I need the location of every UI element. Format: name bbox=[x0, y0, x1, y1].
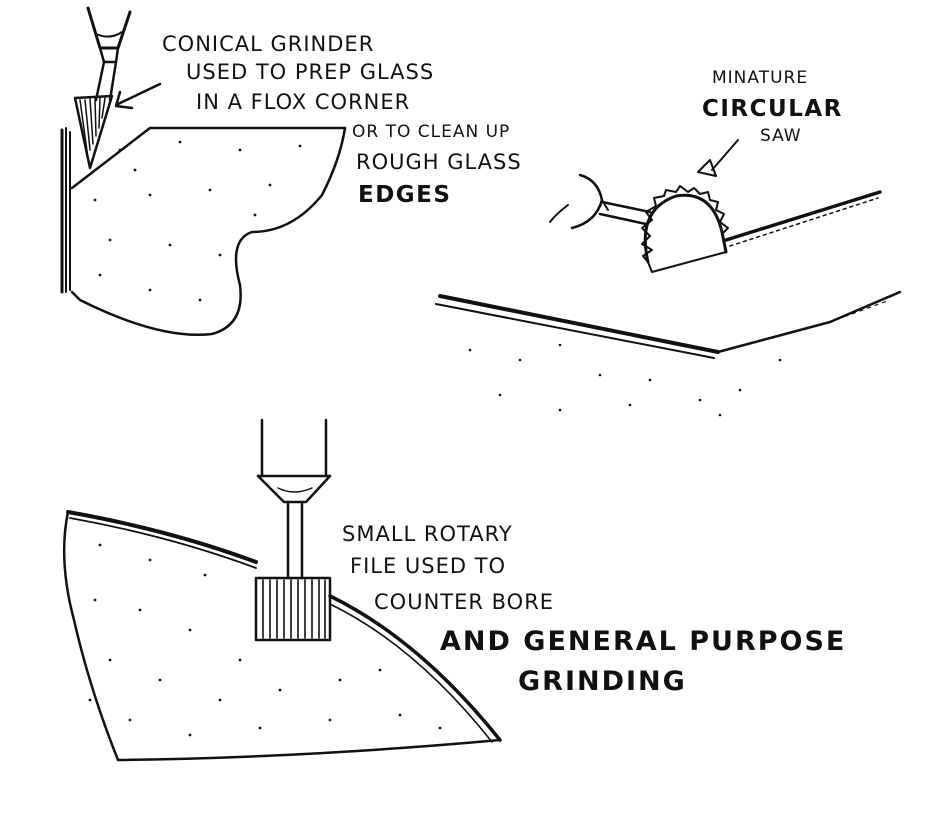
circular-saw-label-line-3: SAW bbox=[760, 128, 802, 145]
circular-saw-label-line-2: CIRCULAR bbox=[702, 98, 843, 121]
conical-grinder-label-line-2: USED TO PREP GLASS bbox=[186, 62, 434, 83]
rotary-file-label-line-4: AND GENERAL PURPOSE bbox=[440, 628, 846, 655]
rotary-file-label-line-3: COUNTER BORE bbox=[374, 592, 554, 613]
conical-grinder-label-line-4: OR TO CLEAN UP bbox=[352, 124, 510, 141]
circular-saw-drawing bbox=[436, 140, 900, 416]
rotary-file-label-line-2: FILE USED TO bbox=[350, 556, 506, 577]
circular-saw-label-line-1: MINATURE bbox=[712, 70, 808, 87]
conical-grinder-label-line-3: IN A FLOX CORNER bbox=[196, 92, 410, 113]
conical-grinder-drawing bbox=[62, 8, 345, 335]
conical-grinder-label-line-6: EDGES bbox=[358, 184, 451, 207]
conical-grinder-label-line-1: CONICAL GRINDER bbox=[162, 34, 374, 55]
rotary-file-label-line-5: GRINDING bbox=[518, 668, 687, 695]
conical-grinder-label-line-5: ROUGH GLASS bbox=[356, 152, 522, 173]
rotary-file-label-line-1: SMALL ROTARY bbox=[342, 524, 513, 545]
